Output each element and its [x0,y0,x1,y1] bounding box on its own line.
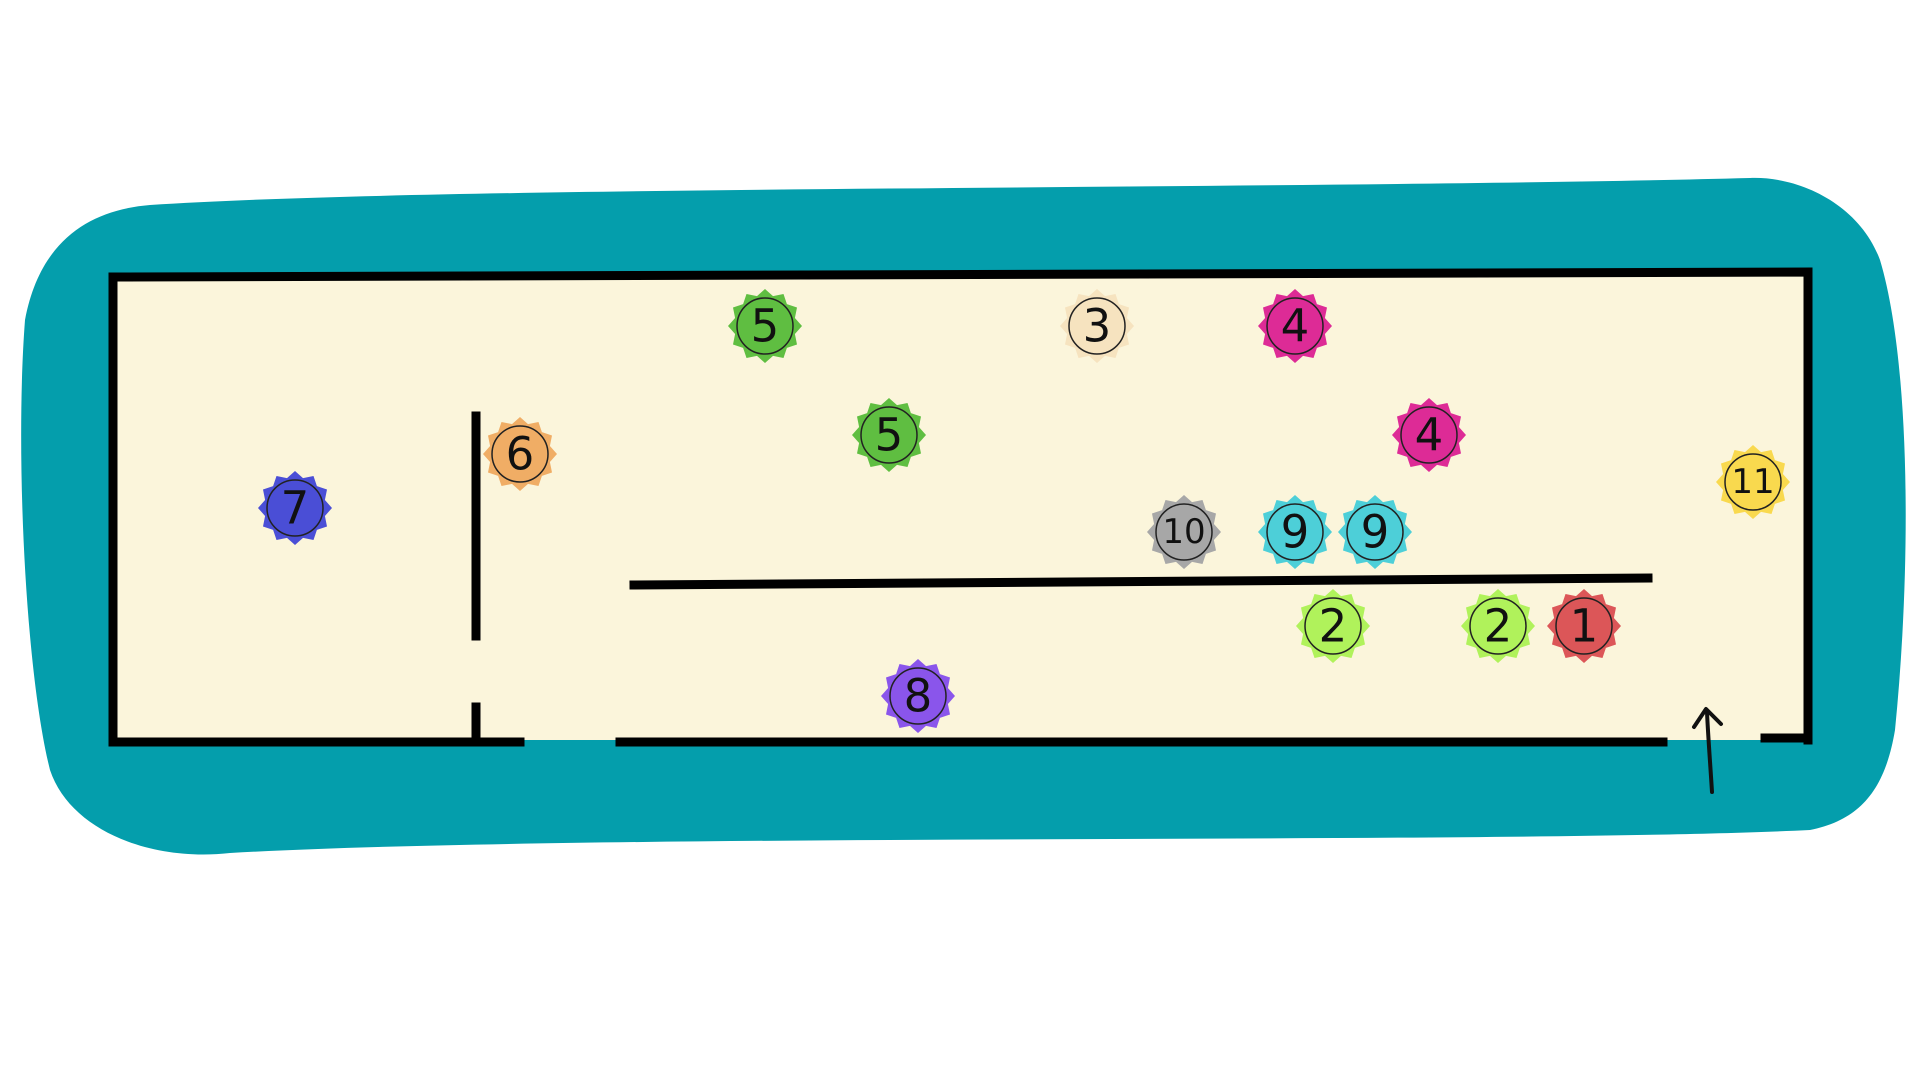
marker-4: 4 [1392,398,1466,472]
marker-badge [852,398,926,472]
aisle-wall [629,573,1653,590]
marker-label: 4 [1281,300,1310,353]
marker-7: 7 [258,471,332,545]
marker-label: 9 [1281,506,1310,559]
marker-8: 8 [881,659,955,733]
marker-3: 3 [1060,289,1134,363]
marker-badge [1716,445,1790,519]
marker-ring [1155,503,1213,561]
marker-badge [1296,589,1370,663]
marker-label: 5 [875,409,904,462]
marker-ring [860,406,918,464]
marker-label: 10 [1162,512,1205,552]
marker-badge [1147,495,1221,569]
marker-badge [1392,398,1466,472]
marker-ring [1724,453,1782,511]
marker-ring [1469,597,1527,655]
marker-label: 4 [1415,409,1444,462]
marker-badge [1258,289,1332,363]
marker-badge [258,471,332,545]
marker-9: 9 [1338,495,1412,569]
marker-ring [889,667,947,725]
marker-label: 2 [1319,600,1348,653]
marker-2: 2 [1461,589,1535,663]
up-arrow-icon [1692,707,1723,794]
floor-area [113,272,1808,740]
marker-1: 1 [1547,589,1621,663]
marker-badge [1461,589,1535,663]
marker-11: 11 [1716,445,1790,519]
marker-ring [491,425,549,483]
marker-badge [1060,289,1134,363]
marker-10: 10 [1147,495,1221,569]
marker-label: 1 [1570,600,1599,653]
marker-ring [1346,503,1404,561]
marker-label: 2 [1484,600,1513,653]
marker-9: 9 [1258,495,1332,569]
marker-badge [1547,589,1621,663]
marker-badge [1258,495,1332,569]
marker-5: 5 [728,289,802,363]
marker-label: 5 [751,300,780,353]
marker-label: 8 [904,670,933,723]
marker-label: 6 [506,428,535,481]
marker-ring [266,479,324,537]
marker-ring [1068,297,1126,355]
marker-label: 3 [1083,300,1112,353]
walls [108,267,1813,747]
marker-badge [881,659,955,733]
marker-label: 11 [1731,462,1774,502]
marker-ring [1266,297,1324,355]
marker-ring [736,297,794,355]
marker-4: 4 [1258,289,1332,363]
marker-5: 5 [852,398,926,472]
marker-ring [1266,503,1324,561]
marker-ring [1304,597,1362,655]
marker-2: 2 [1296,589,1370,663]
marker-6: 6 [483,417,557,491]
marker-label: 9 [1361,506,1390,559]
marker-badge [1338,495,1412,569]
marker-badge [483,417,557,491]
marker-badge [728,289,802,363]
marker-label: 7 [281,482,310,535]
outer-wall [108,267,1813,747]
marker-ring [1400,406,1458,464]
marker-ring [1555,597,1613,655]
